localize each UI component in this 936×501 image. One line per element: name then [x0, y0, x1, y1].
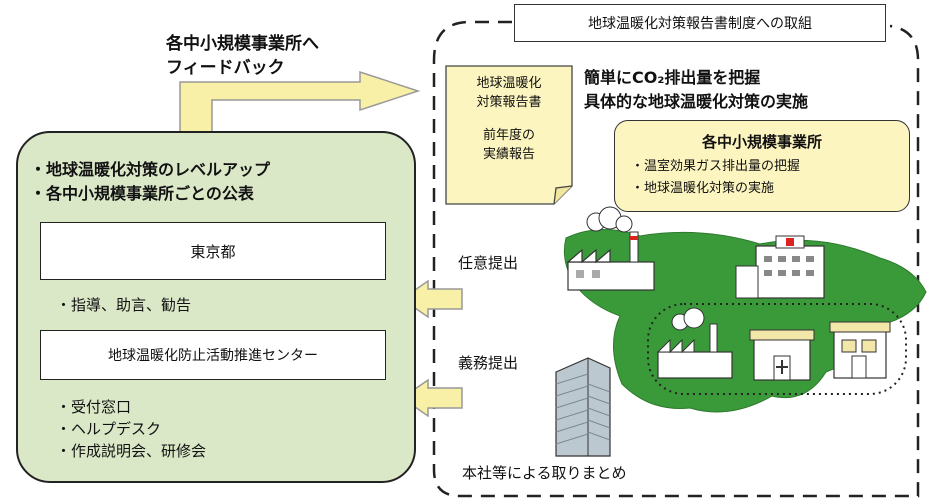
voluntary-arrow: [400, 279, 463, 319]
feedback-line1: 各中小規模事業所へ: [166, 34, 319, 54]
headoffice-building-icon: [555, 357, 611, 457]
tokyo-actions: ・指導、助言、勧告: [56, 296, 192, 314]
panel-bullet-1: ・地球温暖化対策のレベルアップ: [30, 160, 271, 179]
note-line1: 地球温暖化: [476, 76, 542, 91]
factory-icon: [566, 206, 655, 291]
hospital-icon: [735, 235, 825, 299]
tokyo-box: 東京都: [40, 222, 386, 280]
panel-bullets: ・地球温暖化対策のレベルアップ ・各中小規模事業所ごとの公表: [30, 158, 270, 206]
headoffice-label: 本社等による取りまとめ: [462, 464, 627, 482]
headline: 簡単にCO₂排出量を把握 具体的な地球温暖化対策の実施: [584, 66, 808, 114]
business-item-2: ・地球温暖化対策の実施: [631, 181, 775, 196]
title-box: 地球温暖化対策報告書制度への取組: [514, 4, 886, 42]
center-box: 地球温暖化防止活動推進センター: [40, 330, 386, 380]
mandatory-arrow: [400, 378, 463, 418]
business-box: 各中小規模事業所 ・温室効果ガス排出量の把握 ・地球温暖化対策の実施: [614, 120, 910, 212]
headline-line2: 具体的な地球温暖化対策の実施: [584, 92, 809, 111]
note-text: 地球温暖化 対策報告書 前年度の 実績報告: [448, 74, 570, 164]
shop-icon-2: [829, 321, 891, 379]
small-factory-icon: [656, 307, 733, 379]
business-item-1: ・温室効果ガス排出量の把握: [631, 159, 801, 174]
dotted-group: [647, 303, 907, 395]
note-line3: 前年度の: [482, 128, 535, 143]
dashed-region: [432, 20, 920, 498]
center-items: ・受付窓口 ・ヘルプデスク ・作成説明会、研修会: [56, 396, 206, 462]
note-line4: 実績報告: [482, 147, 535, 162]
feedback-arrow: [179, 70, 421, 133]
feedback-line2: フィードバック: [166, 58, 285, 78]
note-line2: 対策報告書: [476, 95, 542, 110]
center-item: ・作成説明会、研修会: [56, 442, 207, 460]
tokyo-panel: [16, 131, 416, 483]
panel-bullet-2: ・各中小規模事業所ごとの公表: [30, 184, 254, 203]
voluntary-label: 任意提出: [458, 254, 519, 272]
mandatory-label: 義務提出: [458, 354, 519, 372]
business-title: 各中小規模事業所: [701, 133, 822, 151]
headline-line1: 簡単にCO₂排出量を把握: [584, 68, 761, 87]
center-item: ・受付窓口: [56, 398, 132, 416]
tokyo-map-shape: [563, 228, 927, 413]
center-item: ・ヘルプデスク: [56, 420, 162, 438]
shop-icon: [749, 329, 815, 381]
feedback-label: 各中小規模事業所へ フィードバック: [166, 32, 319, 80]
